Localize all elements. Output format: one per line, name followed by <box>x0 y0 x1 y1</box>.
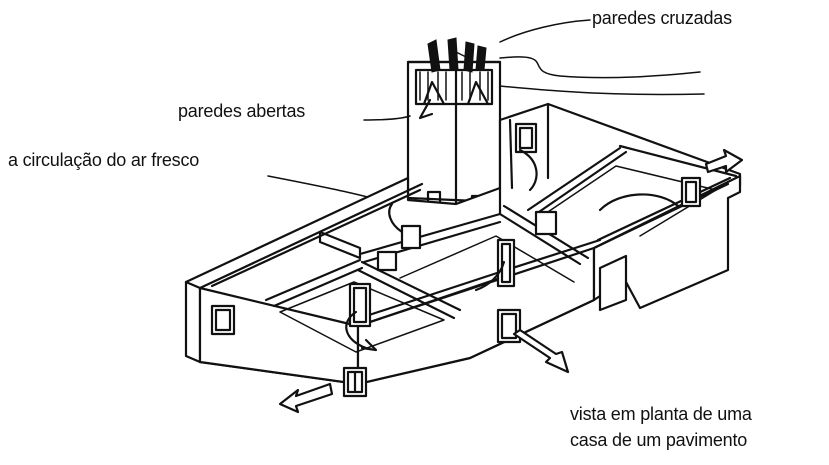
air-flow-arrows <box>278 148 744 414</box>
label-open-walls: paredes abertas <box>178 101 306 121</box>
caption-line-1: vista em planta de uma <box>570 404 752 424</box>
label-crossed-walls: paredes cruzadas <box>592 8 732 28</box>
label-air-circulation: a circulação do ar fresco <box>8 150 200 170</box>
windows <box>210 122 702 398</box>
wind-tower <box>406 37 502 216</box>
caption-line-2: casa de um pavimento <box>570 430 748 450</box>
